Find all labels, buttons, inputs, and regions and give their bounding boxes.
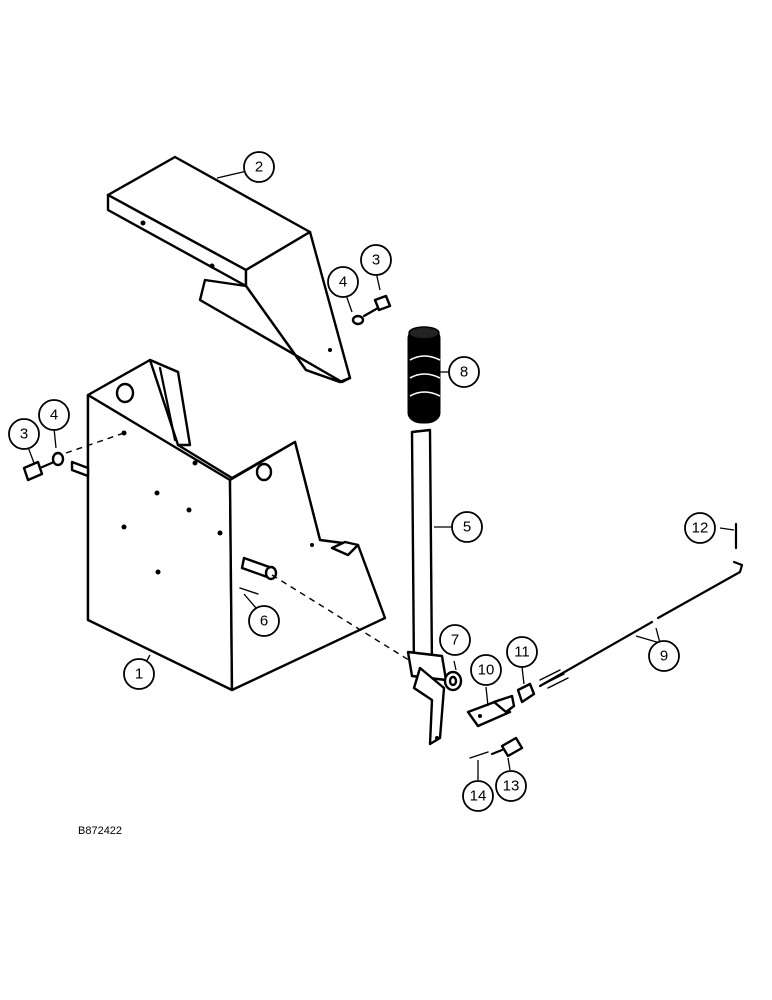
lever-grip xyxy=(407,326,441,424)
mounting-bracket xyxy=(70,358,387,692)
jam-nut xyxy=(516,682,536,704)
callout-2: 2 xyxy=(243,151,275,183)
svg-text:4: 4 xyxy=(50,407,58,424)
callout-14: 14 xyxy=(462,780,494,812)
washer-lever-hole xyxy=(448,675,458,687)
callout-12: 12 xyxy=(684,512,716,544)
clevis xyxy=(466,694,516,728)
bolt-right xyxy=(362,294,392,318)
control-rod xyxy=(538,560,744,689)
svg-text:11: 11 xyxy=(514,644,530,661)
svg-text:9: 9 xyxy=(660,648,668,665)
cotter-pin xyxy=(469,751,489,759)
reference-code: B872422 xyxy=(78,825,122,837)
svg-text:7: 7 xyxy=(451,632,459,649)
callout-1: 1 xyxy=(123,658,155,690)
callout-3-right: 3 xyxy=(360,244,392,276)
callout-4-right: 4 xyxy=(327,266,359,298)
cover-plate xyxy=(106,155,352,384)
svg-text:1: 1 xyxy=(135,666,143,683)
callout-7: 7 xyxy=(439,624,471,656)
washer-left xyxy=(51,451,65,467)
callout-8: 8 xyxy=(448,356,480,388)
clevis-pin xyxy=(490,736,524,758)
callout-3-left: 3 xyxy=(8,418,40,450)
svg-text:14: 14 xyxy=(470,788,487,805)
svg-text:5: 5 xyxy=(463,519,471,536)
svg-text:6: 6 xyxy=(260,613,268,630)
assembly-line-pivot xyxy=(271,574,413,663)
svg-text:13: 13 xyxy=(503,778,520,795)
svg-text:4: 4 xyxy=(339,274,347,291)
callout-13: 13 xyxy=(495,770,527,802)
svg-text:3: 3 xyxy=(20,426,28,443)
svg-text:12: 12 xyxy=(692,520,709,537)
washer-right xyxy=(351,314,365,326)
callout-10: 10 xyxy=(470,654,502,686)
bolt-left xyxy=(22,460,56,482)
svg-text:2: 2 xyxy=(255,159,263,176)
control-lever xyxy=(406,428,448,746)
callout-4-left: 4 xyxy=(38,399,70,431)
callout-11: 11 xyxy=(506,636,538,668)
svg-text:8: 8 xyxy=(460,364,468,381)
svg-text:3: 3 xyxy=(372,252,380,269)
callout-5: 5 xyxy=(451,511,483,543)
callout-9: 9 xyxy=(648,640,680,672)
svg-text:10: 10 xyxy=(478,662,495,679)
callout-6: 6 xyxy=(248,605,280,637)
